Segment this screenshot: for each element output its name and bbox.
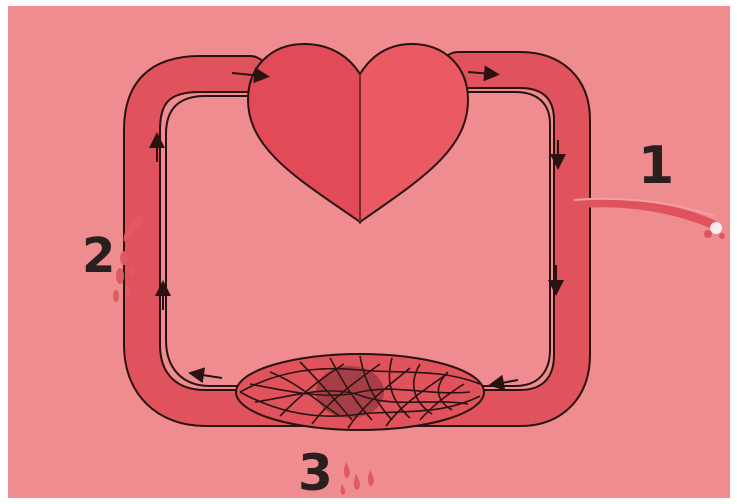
capillary-drops (341, 462, 374, 495)
arrow-bottom-right (496, 380, 518, 384)
heart (248, 44, 468, 222)
capillary-network (236, 354, 484, 430)
arrow-bottom-left (196, 374, 222, 378)
label-capillary-bleed: 3 (298, 448, 333, 498)
arterial-spurt (574, 199, 725, 239)
label-artery-cut: 1 (638, 140, 674, 192)
label-vein-cut: 2 (82, 232, 115, 280)
